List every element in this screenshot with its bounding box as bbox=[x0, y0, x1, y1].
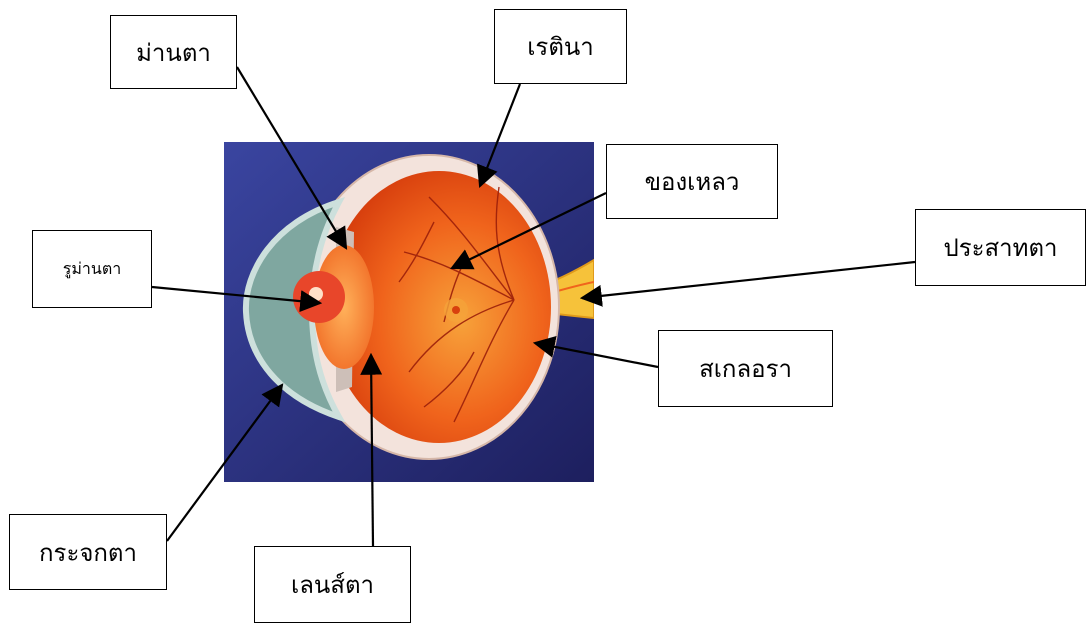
optic-nerve-leader bbox=[582, 262, 915, 298]
label-cornea: กระจกตา bbox=[9, 514, 167, 590]
sclera-leader bbox=[535, 343, 658, 367]
label-lens: เลนส์ตา bbox=[254, 546, 411, 623]
lens-leader bbox=[371, 355, 373, 546]
label-retina: เรตินา bbox=[494, 9, 627, 84]
pupil-leader bbox=[152, 287, 320, 303]
label-optic-nerve: ประสาทตา bbox=[915, 209, 1086, 286]
cornea-leader bbox=[167, 385, 282, 541]
retina-leader bbox=[480, 84, 520, 186]
label-pupil: รูม่านตา bbox=[32, 230, 152, 308]
label-iris: ม่านตา bbox=[110, 15, 237, 89]
label-vitreous: ของเหลว bbox=[606, 144, 778, 219]
label-sclera: สเกลอรา bbox=[658, 330, 833, 407]
vitreous-leader bbox=[452, 193, 606, 268]
iris-leader bbox=[237, 67, 346, 248]
